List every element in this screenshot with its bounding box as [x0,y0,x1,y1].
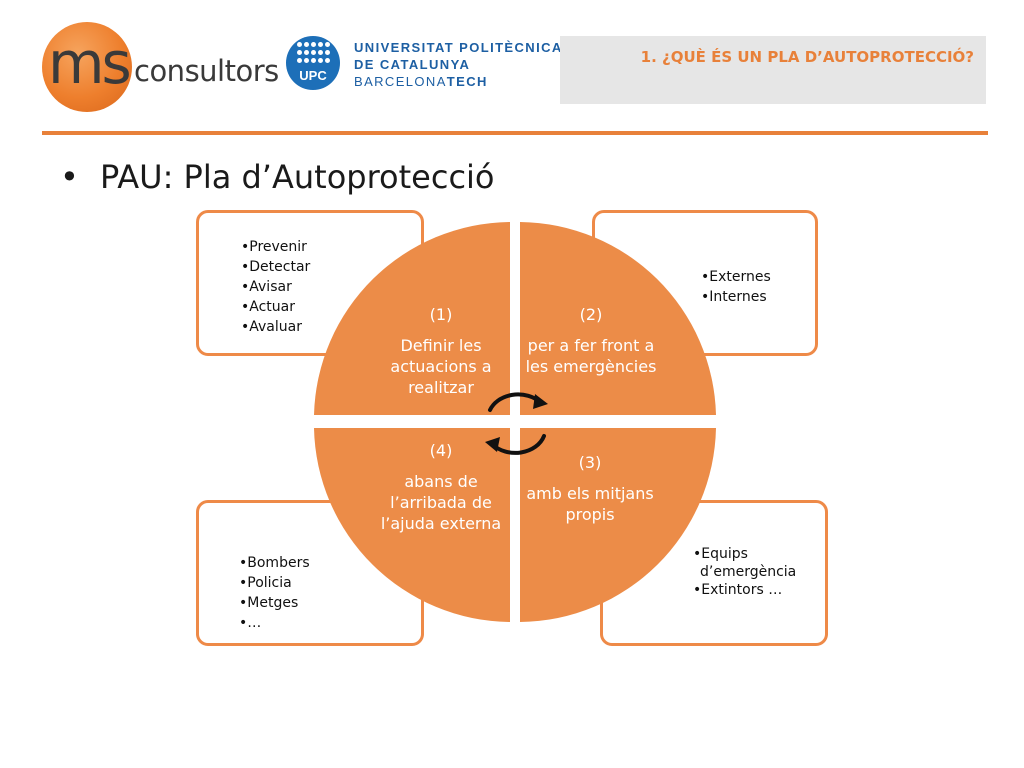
callout-item: Avisar [241,277,310,297]
callout-item: Internes [701,287,771,307]
upc-badge-icon: UPC [286,36,340,90]
upc-logo: UPC UNIVERSITAT POLITÈCNICA DE CATALUNYA… [286,36,561,96]
quadrant-4-number: (4) [429,441,453,460]
quadrant-2-shape [520,222,716,415]
quadrant-1-shape [314,222,510,415]
callout-item: Metges [239,593,310,613]
callout-item: Actuar [241,297,310,317]
callout-item: Externes [701,267,771,287]
callout-item: Extintors … [693,581,820,599]
header-divider [42,131,988,135]
quadrant-3: (3) amb els mitjans propis [520,452,660,525]
quadrant-4-shape [314,428,510,622]
cycle-arrows-icon [488,392,546,455]
quadrant-2: (2) per a fer front a les emergències [520,304,662,377]
callout-item: Policia [239,573,310,593]
quadrant-2-text: per a fer front a les emergències [525,336,657,376]
quadrant-4-text: abans de l’arribada de l’ajuda externa [380,472,502,533]
quadrant-2-number: (2) [579,305,603,324]
quadrant-1-text: Definir les actuacions a realitzar [390,336,492,397]
upc-line-3a: BARCELONA [354,74,447,89]
slide-title: PAU: Pla d’Autoprotecció [100,158,495,196]
upc-line-2: DE CATALUNYA [354,57,471,72]
callout-item: Avaluar [241,317,310,337]
quadrant-1: (1) Definir les actuacions a realitzar [372,304,510,398]
title-bullet: • [60,158,79,196]
upc-line-3b: TECH [446,74,488,89]
callout-item: Prevenir [241,237,310,257]
quadrant-4: (4) abans de l’arribada de l’ajuda exter… [372,440,510,534]
callout-item: Bombers [239,553,309,573]
quadrant-3-text: amb els mitjans propis [526,484,654,524]
quadrant-3-number: (3) [578,453,602,472]
ms-logo-circle [42,22,132,112]
ms-consultors-logo: ms consultors [42,22,282,112]
section-title-box: 1. ¿QUÈ ÉS UN PLA D’AUTOPROTECCIÓ? [560,36,986,104]
quadrant-3-shape [520,428,716,622]
quadrant-1-number: (1) [429,305,453,324]
upc-badge-text: UPC [299,68,327,83]
upc-line-1: UNIVERSITAT POLITÈCNICA [354,40,563,55]
callout-item: … [239,613,310,633]
ms-logo-mark: ms [48,29,132,97]
ms-logo-word: consultors [134,54,279,88]
section-title: 1. ¿QUÈ ÉS UN PLA D’AUTOPROTECCIÓ? [640,48,974,66]
callout-item: Equips d’emergència [693,545,820,581]
upc-line-3: BARCELONATECH [354,74,488,89]
callout-item: Detectar [241,257,310,277]
